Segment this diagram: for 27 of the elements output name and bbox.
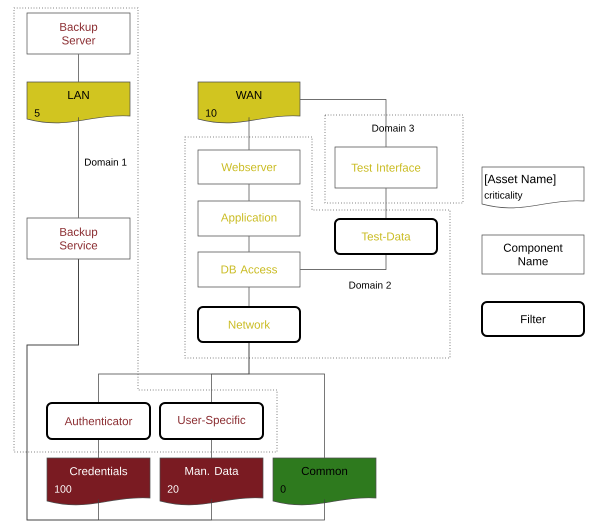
- connector-line: [300, 99, 386, 147]
- filter-box: Authenticator: [46, 402, 151, 440]
- connector-line: [300, 254, 386, 270]
- component-box: Test Interface: [334, 146, 438, 188]
- connector-line: [78, 116, 79, 218]
- component-box: Backup Service: [26, 218, 130, 260]
- filter-box: Filter: [481, 301, 585, 337]
- connector-line: [26, 259, 325, 520]
- filter-box: User-Specific: [159, 402, 264, 440]
- connector-line: [98, 440, 99, 458]
- connector-line: [248, 116, 250, 150]
- connector-line: [248, 342, 325, 458]
- component-box: Application: [198, 200, 300, 236]
- connector-line: [211, 440, 212, 458]
- domain-label: Domain 1: [85, 158, 126, 166]
- component-box: Component Name: [482, 234, 584, 274]
- connector-line: [78, 54, 79, 82]
- domain-label: Domain 2: [349, 281, 391, 289]
- filter-box: Network: [197, 306, 301, 343]
- component-box: Backup Server: [26, 12, 130, 54]
- component-box: Webserver: [198, 150, 300, 184]
- connector-line: [248, 287, 250, 306]
- connector-line: [248, 184, 250, 201]
- connector-line: [248, 236, 250, 252]
- component-box: DB Access: [198, 252, 300, 288]
- domain-label: Domain 3: [372, 124, 414, 132]
- filter-box: Test-Data: [334, 218, 438, 255]
